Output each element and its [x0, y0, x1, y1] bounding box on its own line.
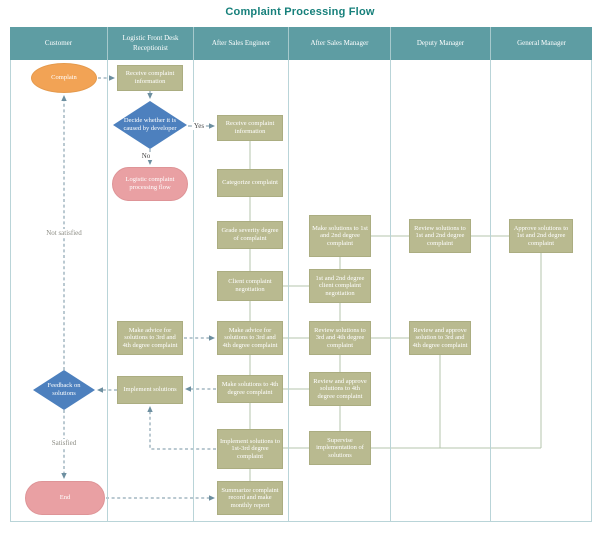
node-implement-engineer: Implement solutions to 1st-3rd degree co…: [217, 429, 283, 469]
lane-border-reception: [107, 60, 108, 522]
lane-border-deputy: [390, 60, 391, 522]
edge-label-no: No: [139, 152, 153, 160]
node-advice-reception: Make advice for solutions to 3rd and 4th…: [117, 321, 183, 355]
edge-label-satisfied: Satisfied: [49, 439, 79, 447]
node-receive-info-reception: Receive complaint information: [117, 65, 183, 91]
node-complain: Complain: [31, 63, 97, 93]
node-client-negotiation: Client complaint negotiation: [217, 271, 283, 301]
lane-header-general: General Manager: [490, 27, 592, 60]
node-end: End: [25, 481, 105, 515]
lane-border-manager: [288, 60, 289, 522]
lane-header-manager: After Sales Manager: [288, 27, 390, 60]
node-negotiation-1st-2nd: 1st and 2nd degree client complaint nego…: [309, 269, 371, 303]
node-categorize: Categorize complaint: [217, 169, 283, 197]
edge-implement-eng-to-reception: [147, 406, 216, 450]
node-logistic-flow: Logistic complaint processing flow: [112, 167, 188, 201]
node-review-3rd-4th: Review solutions to 3rd and 4th degree c…: [309, 321, 371, 355]
lane-header-reception: Logistic Front Desk Receptionist: [107, 27, 193, 60]
edge-label-yes: Yes: [191, 122, 207, 130]
node-solutions-1st-2nd: Make solutions to 1st and 2nd degree com…: [309, 215, 371, 257]
node-solutions-4th: Make solutions to 4th degree complaint: [217, 375, 283, 403]
lane-header-customer: Customer: [10, 27, 107, 60]
node-approve-4th: Review and approve solutions to 4th degr…: [309, 372, 371, 406]
node-grade-severity: Grade severity degree of complaint: [217, 221, 283, 249]
lane-border-engineer: [193, 60, 194, 522]
node-review-approve-3rd-4th: Review and approve solution to 3rd and 4…: [409, 321, 471, 355]
node-supervise: Supervise implementation of solutions: [309, 431, 371, 465]
node-approve-1st-2nd: Approve solutions to 1st and 2nd degree …: [509, 219, 573, 253]
node-review-1st-2nd: Review solutions to 1st and 2nd degree c…: [409, 219, 471, 253]
node-implement-reception: Implement solutions: [117, 376, 183, 404]
lane-header-deputy: Deputy Manager: [390, 27, 490, 60]
node-receive-info-engineer: Receive complaint information: [217, 115, 283, 141]
lane-border-general: [490, 60, 491, 522]
edge-label-not-satisfied: Not satisfied: [44, 229, 84, 237]
lane-header-engineer: After Sales Engineer: [193, 27, 288, 60]
node-summarize: Summarize complaint record and make mont…: [217, 481, 283, 515]
page-title: Complaint Processing Flow: [225, 6, 375, 18]
node-advice-engineer: Make advice for solutions to 3rd and 4th…: [217, 321, 283, 355]
